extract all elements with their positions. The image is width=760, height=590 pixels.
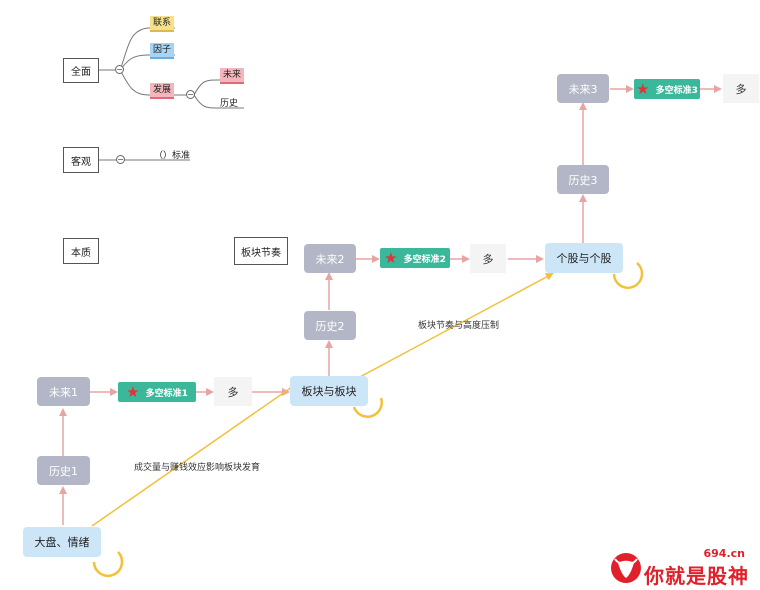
- star-icon: ★: [126, 383, 140, 401]
- collapse-toggle-quanmian[interactable]: −: [115, 64, 124, 74]
- node-duo3-label: 多: [735, 82, 747, 96]
- self-loops: [92, 262, 644, 578]
- node-bankuai-jiezou-label: 板块节奏: [241, 247, 281, 259]
- node-gegu-label: 个股与个股: [556, 252, 612, 265]
- yellow-arrows: [91, 273, 554, 527]
- watermark-logo: 694.cn 你就是股神: [610, 547, 756, 588]
- loop-bankuai: [352, 397, 383, 418]
- star-icon: ★: [384, 249, 398, 267]
- branch-lianxi: [119, 27, 175, 71]
- node-benzhi[interactable]: 本质: [63, 238, 99, 264]
- node-lishi1-label: 历史1: [49, 464, 78, 478]
- label-lishi[interactable]: 历史: [220, 99, 239, 109]
- node-duo2[interactable]: 多: [470, 244, 506, 273]
- collapse-toggle-fazhan[interactable]: −: [186, 89, 195, 99]
- branch-fazhan: [119, 69, 186, 96]
- node-weilai1[interactable]: 未来1: [37, 377, 90, 406]
- loop-gegu: [612, 262, 644, 289]
- node-dapan[interactable]: 大盘、情绪: [23, 527, 101, 557]
- node-weilai2-label: 未来2: [315, 252, 345, 266]
- node-lishi2[interactable]: 历史2: [304, 311, 356, 340]
- node-lishi3-label: 历史3: [568, 173, 598, 187]
- node-benzhi-label: 本质: [71, 247, 91, 259]
- edge-label-volume: 成交量与赚钱效应影响板块发育: [134, 463, 261, 473]
- arrow-bankuai-gegu: [357, 273, 554, 379]
- tag-yinzi[interactable]: 因子: [150, 43, 175, 59]
- node-dapan-label: 大盘、情绪: [34, 536, 90, 549]
- node-bankuai-jiezou[interactable]: 板块节奏: [234, 237, 288, 265]
- node-duokong1[interactable]: ★ 多空标准1: [118, 382, 196, 402]
- node-lishi3[interactable]: 历史3: [557, 165, 609, 194]
- node-duo1[interactable]: 多: [214, 377, 252, 406]
- node-duokong1-label: 多空标准1: [145, 388, 188, 399]
- node-bankuai-label: 板块与板块: [301, 385, 357, 398]
- edge-label-rhythm: 板块节奏与高度压制: [418, 321, 500, 331]
- bull-head-icon: [611, 553, 641, 583]
- node-weilai3-label: 未来3: [568, 82, 598, 96]
- node-duokong2[interactable]: ★ 多空标准2: [380, 248, 450, 268]
- node-weilai3[interactable]: 未来3: [557, 74, 609, 103]
- node-duokong2-label: 多空标准2: [403, 254, 446, 265]
- loop-dapan: [92, 551, 124, 578]
- tag-fazhan[interactable]: 发展: [150, 83, 175, 99]
- node-bankuai[interactable]: 板块与板块: [290, 376, 368, 406]
- label-biaozhun[interactable]: （）标准: [154, 151, 191, 161]
- node-lishi2-label: 历史2: [315, 319, 345, 333]
- node-duokong3[interactable]: ★ 多空标准3: [634, 79, 700, 99]
- node-keguan[interactable]: 客观: [63, 147, 99, 173]
- node-quanmian-label: 全面: [71, 67, 91, 78]
- node-duo3[interactable]: 多: [723, 74, 759, 103]
- node-weilai1-label: 未来1: [49, 385, 78, 399]
- tag-lianxi[interactable]: 联系: [150, 16, 175, 32]
- star-icon: ★: [636, 80, 650, 98]
- node-duokong3-label: 多空标准3: [655, 85, 698, 96]
- logo-name: 你就是股神: [644, 564, 749, 588]
- node-duo1-label: 多: [227, 385, 239, 399]
- arrow-dapan-bankuai: [91, 378, 304, 527]
- node-weilai2[interactable]: 未来2: [304, 244, 356, 273]
- node-duo2-label: 多: [482, 252, 494, 266]
- tag-weilai[interactable]: 未来: [220, 68, 245, 84]
- node-quanmian[interactable]: 全面: [63, 58, 99, 83]
- branch-lishi: [193, 94, 244, 109]
- logo-domain: 694.cn: [703, 547, 746, 560]
- node-gegu[interactable]: 个股与个股: [545, 243, 623, 273]
- pink-arrows: [59, 85, 722, 525]
- branch-weilai: [193, 79, 244, 96]
- node-keguan-label: 客观: [71, 156, 91, 168]
- collapse-toggle-keguan[interactable]: −: [116, 154, 125, 164]
- node-lishi1[interactable]: 历史1: [37, 456, 90, 485]
